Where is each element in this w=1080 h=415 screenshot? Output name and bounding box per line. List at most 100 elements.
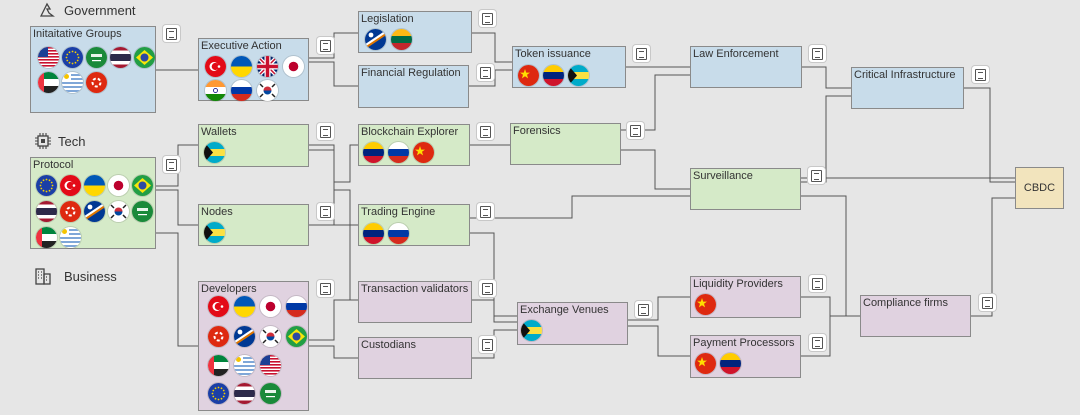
note-icon[interactable] xyxy=(163,25,180,42)
node-initiative-groups[interactable]: Initaitative Groups xyxy=(30,26,156,113)
node-executive-action[interactable]: Executive Action xyxy=(198,38,309,101)
node-label: Nodes xyxy=(201,206,233,218)
connector-line xyxy=(801,296,860,317)
node-financial-regulation[interactable]: Financial Regulation xyxy=(358,65,469,108)
node-label: Compliance firms xyxy=(863,297,948,309)
node-label: Developers xyxy=(201,283,257,295)
china-flag-icon xyxy=(518,65,539,86)
connector-line xyxy=(802,66,851,89)
connector-line xyxy=(472,299,517,323)
lane-government: Government xyxy=(38,0,136,20)
node-blockchain-explorer[interactable]: Blockchain Explorer xyxy=(358,124,470,166)
south-korea-flag-icon xyxy=(257,80,278,101)
connector-line xyxy=(309,299,350,341)
node-trading-engine[interactable]: Trading Engine xyxy=(358,204,470,246)
node-label: Trading Engine xyxy=(361,206,436,218)
connector-line xyxy=(469,32,512,63)
russia-flag-icon xyxy=(388,142,409,163)
note-icon[interactable] xyxy=(633,45,650,62)
hong-kong-flag-icon xyxy=(86,72,107,93)
node-token-issuance[interactable]: Token issuance xyxy=(512,46,626,88)
node-surveillance[interactable]: Surveillance xyxy=(690,168,801,210)
note-icon[interactable] xyxy=(809,275,826,292)
node-label: Wallets xyxy=(201,126,237,138)
node-custodians[interactable]: Custodians xyxy=(358,337,472,379)
connector-line xyxy=(156,232,198,347)
note-icon[interactable] xyxy=(317,37,334,54)
south-korea-flag-icon xyxy=(108,201,129,222)
european-union-flag-icon xyxy=(36,175,57,196)
note-icon[interactable] xyxy=(317,123,334,140)
note-icon[interactable] xyxy=(627,122,644,139)
lane-business: Business xyxy=(34,266,117,286)
connector-line xyxy=(309,189,358,301)
hong-kong-flag-icon xyxy=(208,326,229,347)
ukraine-flag-icon xyxy=(84,175,105,196)
note-icon[interactable] xyxy=(809,334,826,351)
node-critical-infrastructure[interactable]: Critical Infrastructure xyxy=(851,67,964,109)
node-wallets[interactable]: Wallets xyxy=(198,124,309,167)
node-liquidity-providers[interactable]: Liquidity Providers xyxy=(690,276,801,318)
ukraine-flag-icon xyxy=(231,56,252,77)
node-legislation[interactable]: Legislation xyxy=(358,11,472,53)
node-compliance-firms[interactable]: Compliance firms xyxy=(860,295,971,337)
node-transaction-validators[interactable]: Transaction validators xyxy=(358,281,472,323)
node-label: Critical Infrastructure xyxy=(854,69,956,81)
note-icon[interactable] xyxy=(479,280,496,297)
connector-line xyxy=(621,149,690,190)
node-cbdc[interactable]: CBDC xyxy=(1015,167,1064,209)
node-forensics[interactable]: Forensics xyxy=(510,123,621,165)
lane-label: Tech xyxy=(58,133,86,149)
connector-line xyxy=(156,189,198,226)
venezuela-flag-icon xyxy=(720,353,741,374)
connector-line xyxy=(309,149,358,226)
venezuela-flag-icon xyxy=(543,65,564,86)
node-label: Payment Processors xyxy=(693,337,795,349)
note-icon[interactable] xyxy=(477,64,494,81)
node-label: Protocol xyxy=(33,159,74,171)
node-developers[interactable]: Developers xyxy=(198,281,309,411)
marshall-islands-flag-icon xyxy=(84,201,105,222)
note-icon[interactable] xyxy=(479,10,496,27)
note-icon[interactable] xyxy=(979,294,996,311)
connector-line xyxy=(470,232,517,317)
marshall-islands-flag-icon xyxy=(234,326,255,347)
note-icon[interactable] xyxy=(477,123,494,140)
lane-label: Business xyxy=(64,268,117,284)
node-label: Transaction validators xyxy=(361,283,469,295)
note-icon[interactable] xyxy=(808,167,825,184)
node-nodes-box[interactable]: Nodes xyxy=(198,204,309,246)
note-icon[interactable] xyxy=(479,336,496,353)
note-icon[interactable] xyxy=(477,203,494,220)
node-payment-processors[interactable]: Payment Processors xyxy=(690,335,801,378)
note-icon[interactable] xyxy=(163,156,180,173)
turkey-flag-icon xyxy=(205,56,226,77)
russia-flag-icon xyxy=(231,80,252,101)
node-label: CBDC xyxy=(1023,181,1056,194)
buildings-icon xyxy=(35,268,51,285)
united-states-flag-icon xyxy=(38,47,59,68)
node-label: Initaitative Groups xyxy=(33,28,122,40)
node-exchange-venues[interactable]: Exchange Venues xyxy=(517,302,628,345)
node-label: Blockchain Explorer xyxy=(361,126,459,138)
connector-line xyxy=(309,32,358,59)
thailand-flag-icon xyxy=(110,47,131,68)
node-label: Surveillance xyxy=(693,170,753,182)
node-label: Token issuance xyxy=(515,48,591,60)
note-icon[interactable] xyxy=(317,280,334,297)
south-korea-flag-icon xyxy=(260,326,281,347)
connector-line xyxy=(628,296,690,321)
lithuania-flag-icon xyxy=(391,29,412,50)
note-icon[interactable] xyxy=(809,45,826,62)
node-protocol[interactable]: Protocol xyxy=(30,157,156,249)
node-label: Liquidity Providers xyxy=(693,278,783,290)
united-states-flag-icon xyxy=(260,355,281,376)
uruguay-flag-icon xyxy=(62,72,83,93)
bahamas-flag-icon xyxy=(521,320,542,341)
note-icon[interactable] xyxy=(972,66,989,83)
turkey-flag-icon xyxy=(60,175,81,196)
node-law-enforcement[interactable]: Law Enforcement xyxy=(690,46,802,88)
note-icon[interactable] xyxy=(635,301,652,318)
note-icon[interactable] xyxy=(317,203,334,220)
